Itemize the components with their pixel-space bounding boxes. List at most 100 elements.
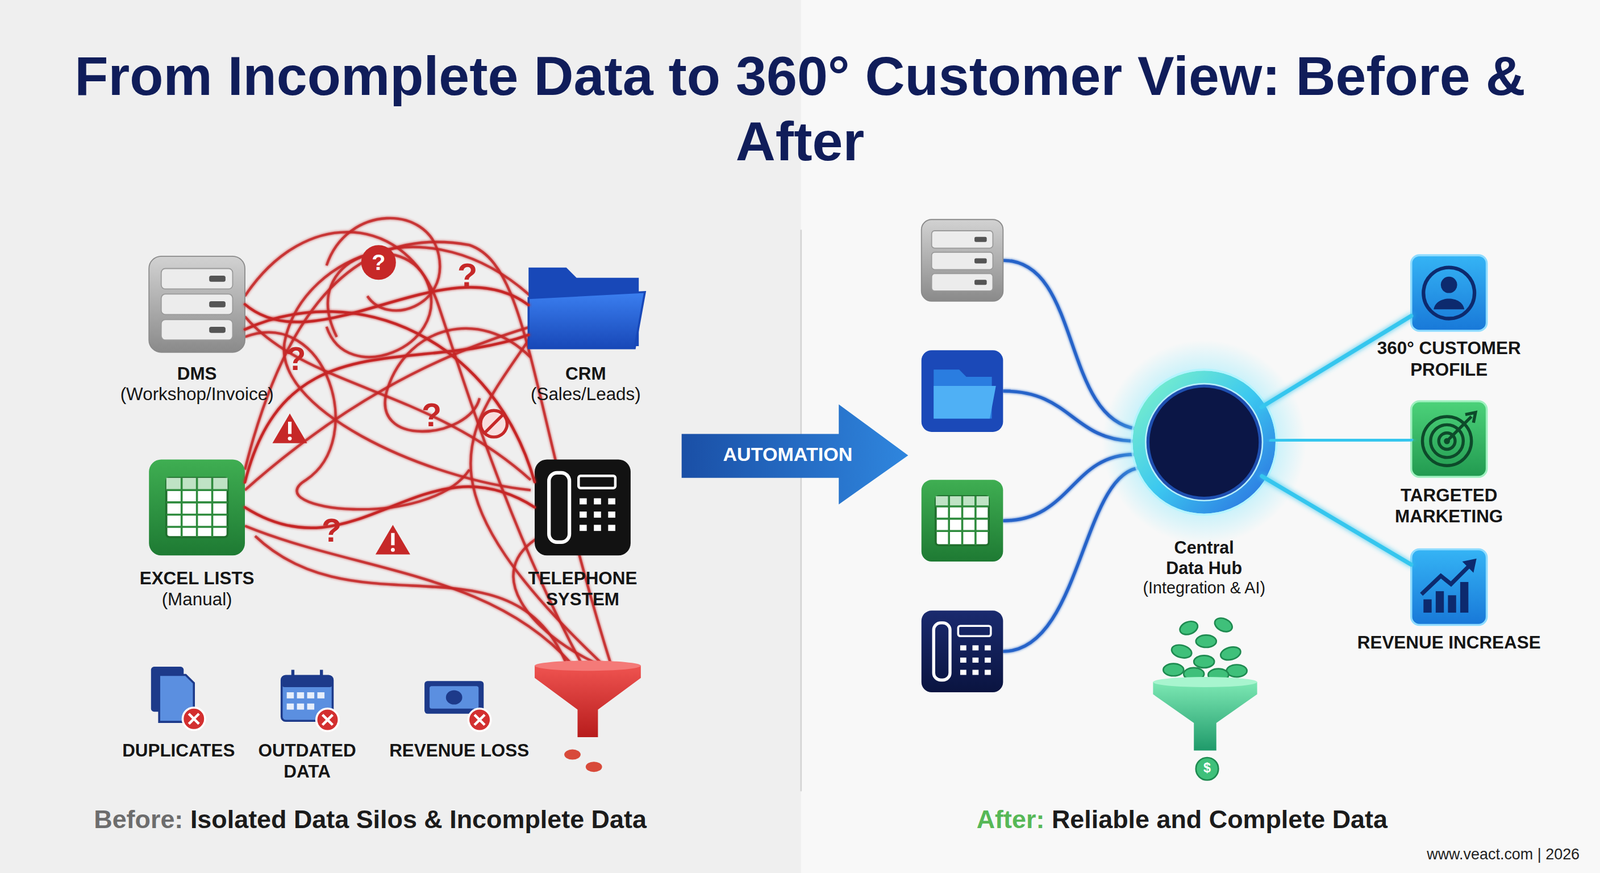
green-funnel (1163, 663, 1184, 677)
calendar-icon (286, 692, 295, 699)
output-icon (1423, 599, 1432, 613)
source-icon (935, 496, 989, 545)
warning-symbol (272, 413, 308, 444)
green-funnel (1212, 615, 1235, 635)
source-icon (974, 236, 987, 243)
source-icon (984, 644, 991, 650)
telephone-icon (593, 524, 602, 531)
node-label: OUTDATED DATA (251, 739, 364, 782)
output-icon (1435, 590, 1444, 613)
source-icon (921, 219, 1004, 302)
telephone-icon (607, 498, 616, 505)
node-label: 360° CUSTOMER PROFILE (1347, 337, 1552, 380)
connector (1261, 476, 1412, 565)
cash-icon (446, 689, 463, 704)
server-icon (209, 275, 226, 282)
node-label: CRM (452, 363, 719, 385)
telephone-icon (593, 498, 602, 505)
green-funnel (1219, 644, 1243, 662)
server-icon (161, 293, 233, 315)
node-sublabel: (Manual) (64, 588, 330, 610)
telephone-icon (607, 511, 616, 518)
telephone-icon (579, 498, 587, 505)
source-icon (960, 657, 967, 663)
telephone-icon (578, 475, 616, 489)
green-funnel (1152, 615, 1257, 781)
question-mark: ? (321, 514, 342, 547)
calendar-icon (316, 708, 340, 732)
green-funnel (1177, 618, 1200, 637)
hub-circle (1147, 385, 1261, 499)
source-icon (984, 669, 991, 675)
green-funnel (1226, 664, 1248, 678)
calendar-icon (297, 703, 305, 710)
source-icon (935, 496, 989, 545)
caption-prefix: Before: (93, 804, 183, 835)
calendar-icon (292, 669, 322, 681)
problem-icon: DUPLICATES (148, 668, 197, 726)
red-funnel (534, 665, 641, 737)
node-label: TARGETED MARKETING (1372, 484, 1526, 527)
warning-symbol (375, 524, 411, 554)
connector (244, 286, 529, 322)
calendar-icon (281, 669, 340, 731)
tangled-wires (284, 247, 531, 491)
telephone-icon (579, 511, 587, 518)
calendar-icon (322, 714, 333, 725)
server-icon (209, 301, 226, 308)
calendar-icon (307, 692, 315, 699)
node-sublabel: (Integration & AI) (1081, 578, 1327, 598)
spreadsheet-icon (148, 459, 245, 556)
warning-symbol (390, 532, 395, 546)
duplicates-icon (182, 707, 206, 731)
green-funnel (1196, 634, 1217, 648)
output-icon (1440, 276, 1458, 294)
tangled-wires (326, 218, 441, 311)
red-funnel (585, 761, 603, 772)
background (800, 229, 802, 791)
tangled-wires (244, 326, 531, 490)
question-mark: ? (421, 398, 442, 432)
output-icon (1447, 594, 1456, 613)
caption-prefix: After: (976, 804, 1045, 835)
calendar-icon (286, 703, 295, 710)
output-icon (1447, 416, 1472, 441)
cash-icon (474, 714, 485, 725)
node-label: REVENUE INCREASE (1316, 631, 1582, 653)
source-icon (984, 657, 991, 663)
problem-icon: OUTDATED DATA (281, 673, 331, 721)
connector (1261, 315, 1412, 407)
calendar-icon (281, 675, 333, 687)
source-icon (933, 622, 950, 681)
server-icon (148, 256, 245, 353)
calendar-icon (307, 703, 315, 710)
calendar-icon (297, 692, 305, 699)
tangled-wires (244, 332, 470, 510)
cash-icon (429, 685, 479, 709)
system-icon: TELEPHONE SYSTEM (534, 459, 631, 556)
red-funnel (534, 660, 641, 772)
green-funnel (1152, 676, 1257, 687)
caption-row: After:Reliable and Complete Data (976, 804, 1388, 835)
telephone-icon (607, 524, 616, 531)
question-badge (361, 244, 397, 280)
question-badge (361, 244, 397, 280)
warning-symbol (272, 413, 411, 555)
source-icon (921, 479, 1004, 562)
green-funnel (1193, 655, 1215, 668)
warning-symbol (288, 421, 292, 435)
output-icon (1423, 267, 1475, 319)
spreadsheet-icon (166, 477, 228, 537)
output-icon (1411, 401, 1487, 477)
node-label: TELEPHONE SYSTEM (506, 567, 660, 610)
system-icon: EXCEL LISTS(Manual) (148, 459, 245, 556)
server-icon (148, 256, 245, 353)
server-icon (161, 268, 233, 289)
node-label: Central Data Hub (1152, 536, 1256, 578)
output-icon (1460, 581, 1469, 613)
connector (244, 334, 529, 482)
cash-icon (468, 708, 491, 732)
caption-text: Isolated Data Silos & Incomplete Data (190, 804, 647, 835)
prohibited-symbol (480, 410, 508, 437)
